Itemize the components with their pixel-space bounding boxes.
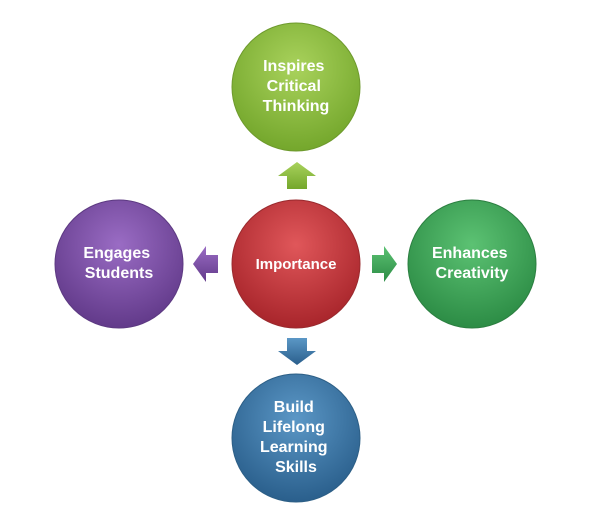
arrow-down-icon	[278, 338, 316, 365]
node-top-line-3: Thinking	[263, 98, 330, 115]
node-left-line-2: Students	[85, 265, 154, 282]
node-top-line-1: Inspires	[263, 58, 324, 75]
node-center: Importance	[231, 199, 361, 329]
svg-text:Enhances Creativity: Enhances Creativity	[432, 245, 512, 282]
node-bottom-line-4: Skills	[275, 459, 317, 476]
node-right: Enhances Creativity	[407, 199, 537, 329]
node-top: Inspires Critical Thinking	[231, 22, 361, 152]
node-bottom-line-2: Lifelong	[263, 419, 325, 436]
node-left: Engages Students	[54, 199, 184, 329]
node-bottom-line-3: Learning	[260, 439, 328, 456]
node-right-line-2: Creativity	[436, 265, 509, 282]
arrow-left-icon	[193, 246, 218, 282]
svg-text:Engages Students: Engages Students	[83, 245, 154, 282]
node-bottom-line-1: Build	[274, 399, 314, 416]
node-center-label: Importance	[256, 256, 337, 273]
node-top-line-2: Critical	[267, 78, 321, 95]
node-bottom: Build Lifelong Learning Skills	[231, 373, 361, 503]
svg-text:Inspires Critical: Inspires Critical Thinking	[263, 58, 330, 115]
arrow-right-icon	[372, 246, 397, 282]
svg-text:Build Lifelong Lea: Build Lifelong Learning Skills	[260, 399, 332, 476]
node-left-line-1: Engages	[83, 245, 150, 262]
node-right-line-1: Enhances	[432, 245, 508, 262]
arrow-up-icon	[278, 162, 316, 189]
